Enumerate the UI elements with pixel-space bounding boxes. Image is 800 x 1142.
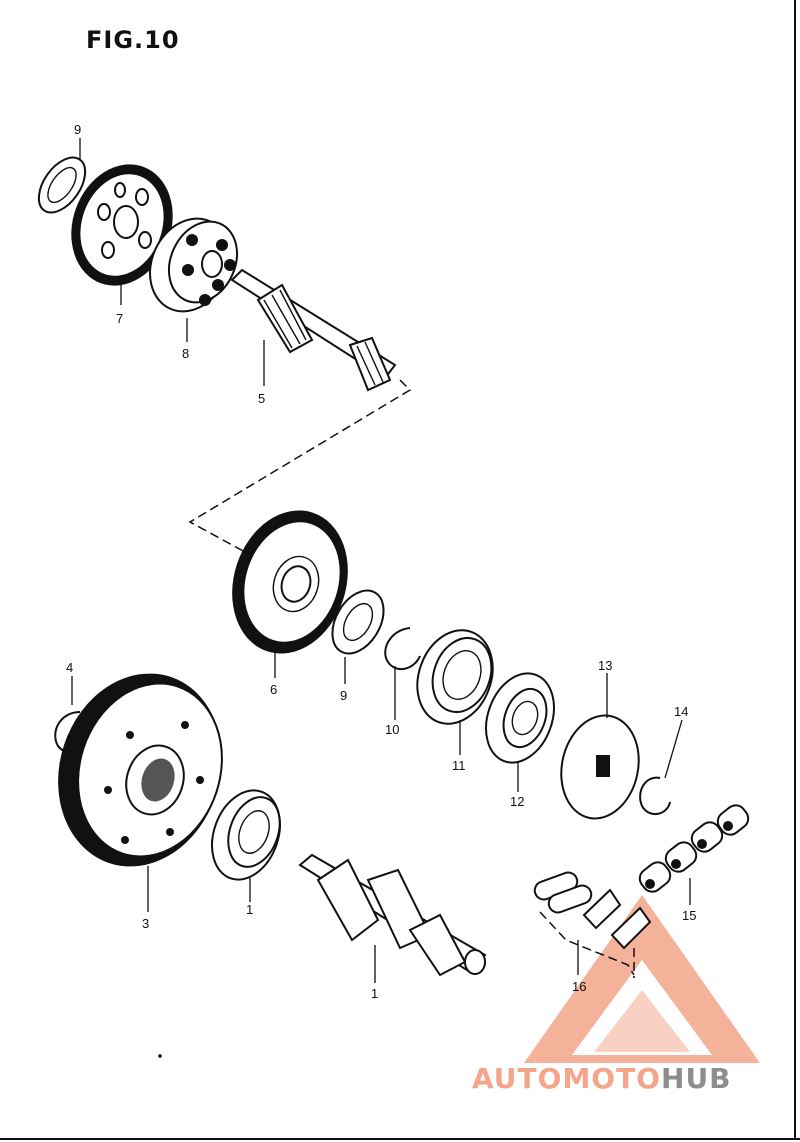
gear-3 xyxy=(58,673,223,867)
frame-right-border xyxy=(794,0,796,1138)
part-label-14: 14 xyxy=(674,704,688,719)
part-label-16: 16 xyxy=(572,979,586,994)
watermark-brand-part2: HUB xyxy=(661,1062,732,1095)
gear-7 xyxy=(71,164,173,286)
part-label-1: 1 xyxy=(246,902,253,917)
part-label-15: 15 xyxy=(682,908,696,923)
washer-9-middle xyxy=(331,589,385,655)
drive-chain-15 xyxy=(638,804,750,893)
part-label-9: 9 xyxy=(74,122,81,137)
gear-6 xyxy=(232,510,348,654)
frame-bottom-border xyxy=(0,1138,800,1140)
part-label-8: 8 xyxy=(182,346,189,361)
bearing-11 xyxy=(416,629,494,725)
shaft-centerline-dashed xyxy=(188,379,412,553)
chain-joint-centerline-dashed xyxy=(539,911,635,976)
part-label-13: 13 xyxy=(598,658,612,673)
watermark-logo xyxy=(524,895,760,1063)
part-label-3: 3 xyxy=(142,916,149,931)
part-label-5: 5 xyxy=(258,391,265,406)
countershaft-1 xyxy=(298,853,487,977)
seal-12 xyxy=(485,672,555,764)
shaft-5 xyxy=(230,268,397,392)
part-label-10: 10 xyxy=(385,722,399,737)
part-label-4: 4 xyxy=(66,660,73,675)
figure-title: FIG.10 xyxy=(86,26,180,54)
sprocket-13 xyxy=(560,714,640,820)
bearing-1 xyxy=(211,789,281,881)
part-label-1: 1 xyxy=(371,986,378,1001)
part-label-11: 11 xyxy=(452,758,466,773)
hub-8 xyxy=(149,217,239,313)
watermark-text-brand: AUTOMOTOHUB xyxy=(472,1062,732,1095)
part-label-9: 9 xyxy=(340,688,347,703)
part-label-6: 6 xyxy=(270,682,277,697)
stray-dot xyxy=(158,1054,162,1058)
part-label-12: 12 xyxy=(510,794,524,809)
circlip-10 xyxy=(384,627,421,671)
part-label-7: 7 xyxy=(116,311,123,326)
circlip-14 xyxy=(639,776,671,816)
watermark-brand-part1: AUTOMOTO xyxy=(472,1062,661,1095)
chain-joint-16 xyxy=(533,871,652,950)
